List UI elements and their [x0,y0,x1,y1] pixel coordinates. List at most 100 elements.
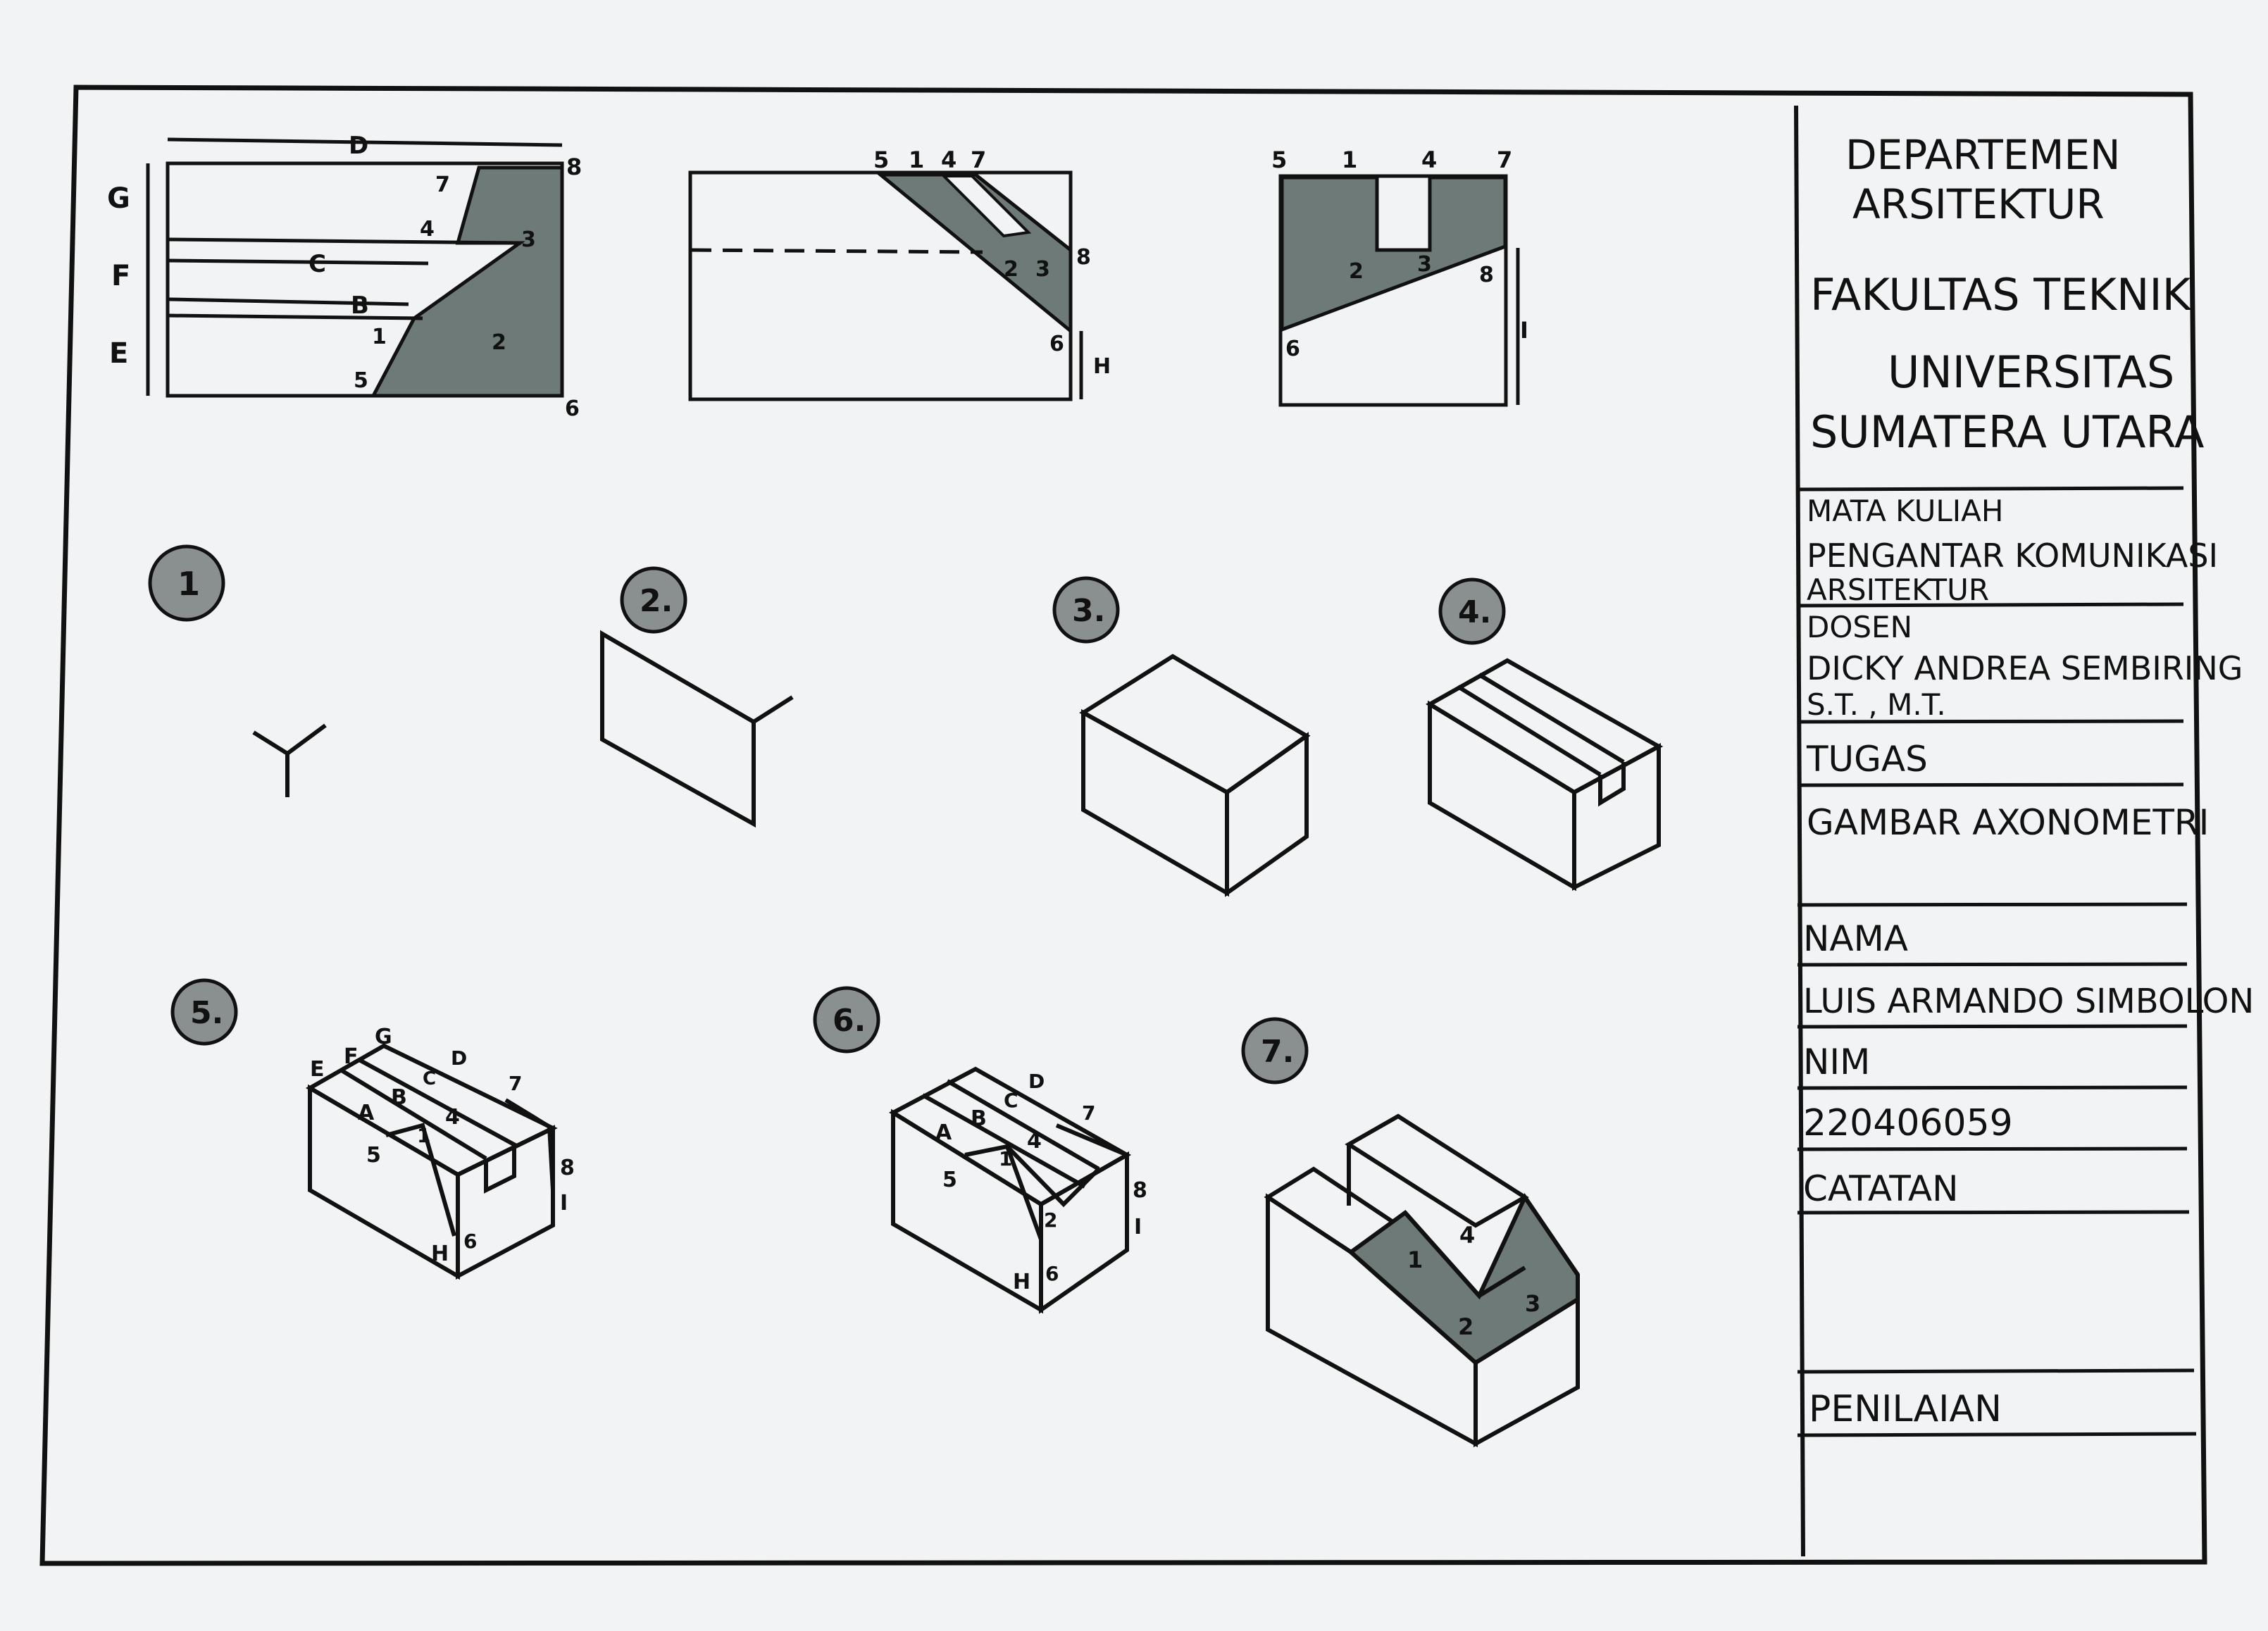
step-badge-2 [620,566,687,634]
step-label-1: 1 [177,565,200,603]
view-right-pt-8: 8 [1479,263,1494,287]
s5-label-1: 1 [417,1124,430,1147]
lecturer-label: DOSEN [1807,610,1912,644]
university-line-2: SUMATERA UTARA [1810,406,2204,458]
view-middle-pt-6: 6 [1049,332,1064,356]
step-badges: 1 2. 3. 4. 5. 6. 7. [148,544,1506,1085]
step-badge-1 [148,544,225,622]
name-value: LUIS ARMANDO SIMBOLON [1803,982,2254,1021]
dim-d-line [167,137,563,147]
s5-label-g: G [375,1025,392,1049]
s6-label-h: H [1013,1270,1030,1294]
s5-label-5: 5 [366,1143,381,1168]
course-line-2: ARSITEKTUR [1807,573,1989,607]
step-label-7: 7. [1261,1034,1294,1070]
s6-label-d: D [1028,1070,1045,1093]
tb-rule-12 [1797,1432,2197,1437]
s5-label-h: H [431,1242,449,1266]
step-badge-3 [1052,576,1120,644]
view-right-shade [1280,175,1507,332]
step-7-solid: 1 4 3 2 [1264,1113,1580,1448]
title-block: DEPARTEMEN ARSITEKTUR FAKULTAS TEKNIK UN… [1797,131,2254,1437]
step-badge-7 [1241,1017,1309,1085]
view-right-pt-5: 5 [1271,146,1287,173]
tb-rule-3 [1797,719,2184,724]
nim-label: NIM [1803,1042,1870,1082]
s6-label-1: 1 [999,1147,1012,1170]
s6-label-8: 8 [1133,1178,1147,1203]
dim-label-f: F [111,260,130,292]
grade-label: PENILAIAN [1809,1388,2002,1430]
s7-label-1: 1 [1407,1246,1423,1273]
step-label-3: 3. [1072,593,1105,629]
tb-rule-7 [1797,1024,2188,1029]
s6-label-b: B [971,1106,987,1131]
task-label: TUGAS [1806,739,1928,780]
task-value: GAMBAR AXONOMETRI [1807,802,2209,843]
step-5-box: E F G D A B C 4 7 1 5 8 I H 6 [306,1025,575,1280]
tb-rule-8 [1797,1085,2188,1090]
view-middle-pt-3: 3 [1035,257,1050,282]
step-label-2: 2. [640,583,673,619]
step-6-box: A B C D 4 7 1 5 8 I 2 H 6 [888,1066,1147,1314]
step-3-box [1079,654,1311,897]
s6-label-6: 6 [1045,1262,1059,1285]
s5-label-d: D [451,1046,467,1070]
view-right-pt-7: 7 [1497,146,1512,173]
faculty-text: FAKULTAS TEKNIK [1810,269,2192,320]
view-middle-hidden-line [691,248,983,254]
orthographic-view-middle: H 5 1 4 7 2 3 8 6 [688,146,1111,401]
view-right-pt-1: 1 [1342,146,1357,173]
s5-label-i: I [560,1191,568,1216]
view-right-pt-2: 2 [1349,259,1364,284]
step-badge-4 [1438,577,1506,645]
tb-rule-6 [1797,962,2188,967]
dim-b-line [168,297,409,306]
lecturer-line-2: S.T. , M.T. [1807,687,1946,722]
view-left-pt-2: 2 [492,330,506,355]
drawing-frame [39,85,2207,1566]
dept-line-1: DEPARTEMEN [1845,131,2120,179]
view-middle-pt-8: 8 [1076,245,1091,270]
s7-label-3: 3 [1525,1290,1540,1317]
view-middle-pt-7: 7 [971,146,986,173]
s6-label-c: C [1004,1089,1018,1112]
view-right-pt-3: 3 [1417,252,1432,277]
lecturer-line-1: DICKY ANDREA SEMBIRING [1807,649,2243,687]
tb-rule-10 [1797,1210,2190,1215]
s6-label-a: A [935,1120,952,1145]
s5-label-c: C [423,1068,436,1089]
view-middle-pt-1: 1 [909,146,924,173]
step-1-axes [252,723,327,797]
dim-label-g: G [107,182,130,215]
step-label-4: 4. [1458,594,1491,630]
s5-label-e: E [310,1057,325,1082]
title-block-divider [1794,105,1805,1557]
s7-label-4: 4 [1459,1222,1475,1249]
s5-label-4: 4 [445,1105,460,1130]
step-badge-5 [170,978,238,1046]
dim-c-line [168,258,429,265]
view-left-pt-8: 8 [566,154,582,180]
view-left-pt-6: 6 [565,396,580,421]
dim-label-c: C [309,250,326,278]
step-2-plane [600,630,794,828]
dept-line-2: ARSITEKTUR [1852,180,2105,228]
s5-label-6: 6 [463,1230,477,1253]
view-right-pt-6: 6 [1285,337,1300,361]
s6-label-7: 7 [1082,1101,1095,1125]
orthographic-view-left: D C B G F E 8 7 4 3 1 2 5 6 [107,132,582,421]
view-left-pt-3: 3 [521,227,536,252]
dim-label-b: B [351,292,369,320]
view-middle-pt-4: 4 [941,146,957,173]
step-label-6: 6. [833,1003,866,1039]
nim-value: 220406059 [1803,1102,2013,1144]
name-label: NAMA [1803,918,1908,959]
s5-label-a: A [358,1101,375,1125]
course-label: MATA KULIAH [1807,494,2003,528]
tb-rule-5 [1797,902,2188,907]
tb-rule-2 [1797,602,2184,608]
view-left-pt-7: 7 [435,173,450,197]
s5-label-b: B [391,1085,407,1110]
